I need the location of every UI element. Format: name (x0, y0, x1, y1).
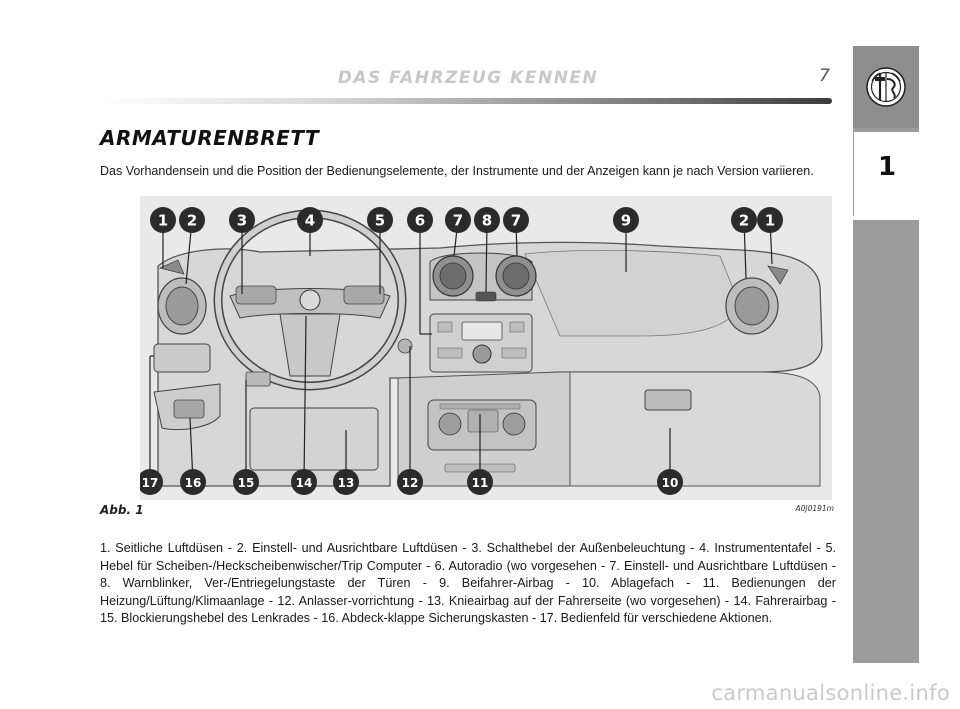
callout-1: 1 (150, 207, 176, 233)
callout-2: 2 (179, 207, 205, 233)
svg-text:13: 13 (338, 476, 355, 490)
fuse-box-cover (173, 399, 205, 419)
chapter-number-box: 1 (853, 132, 920, 216)
callout-13: 13 (333, 469, 359, 495)
callout-14: 14 (291, 469, 317, 495)
logo-box (853, 46, 919, 128)
callout-10: 10 (657, 469, 683, 495)
callout-12: 12 (397, 469, 423, 495)
callout-6: 6 (407, 207, 433, 233)
figure-legend: 1. Seitliche Luftdüsen - 2. Einstell- un… (100, 541, 836, 625)
intro-paragraph: Das Vorhandensein und die Position der B… (100, 164, 814, 178)
svg-text:11: 11 (472, 476, 489, 490)
svg-text:16: 16 (185, 476, 202, 490)
page-number: 7 (819, 66, 830, 86)
dashboard-drawing: 1 2 3 4 5 6 7 8 7 9 2 1 17 16 15 14 13 1… (140, 207, 823, 495)
svg-text:17: 17 (142, 476, 159, 490)
svg-text:8: 8 (482, 212, 492, 230)
svg-text:9: 9 (621, 212, 631, 230)
callout-11: 11 (467, 469, 493, 495)
svg-text:10: 10 (662, 476, 679, 490)
svg-text:1: 1 (158, 212, 168, 230)
chapter-side-tab: 1 (853, 46, 920, 663)
callout-1-right: 1 (757, 207, 783, 233)
callout-17: 17 (140, 469, 163, 495)
svg-text:4: 4 (305, 212, 315, 230)
svg-text:7: 7 (453, 212, 463, 230)
alfa-romeo-badge-icon (866, 67, 906, 107)
car-radio (429, 313, 533, 373)
glove-box-handle (644, 389, 692, 411)
watermark: carmanualsonline.info (711, 681, 950, 705)
header-rule (100, 98, 832, 104)
center-vents (429, 252, 537, 302)
svg-text:12: 12 (402, 476, 419, 490)
svg-text:5: 5 (375, 212, 385, 230)
callout-9: 9 (613, 207, 639, 233)
callout-5: 5 (367, 207, 393, 233)
callout-7-right: 7 (503, 207, 529, 233)
svg-text:14: 14 (296, 476, 313, 490)
control-panel-17 (153, 343, 211, 373)
callout-3: 3 (229, 207, 255, 233)
callout-markers: 1 2 3 4 5 6 7 8 7 9 2 1 17 16 15 14 13 1… (140, 207, 783, 495)
callout-2-right: 2 (731, 207, 757, 233)
svg-text:7: 7 (511, 212, 521, 230)
svg-text:3: 3 (237, 212, 247, 230)
callout-4: 4 (297, 207, 323, 233)
figure-code: A0J0191m (795, 504, 834, 513)
dashboard-illustration: 1 2 3 4 5 6 7 8 7 9 2 1 17 16 15 14 13 1… (140, 196, 832, 500)
knee-airbag (249, 407, 379, 471)
callout-8: 8 (474, 207, 500, 233)
svg-text:2: 2 (187, 212, 197, 230)
section-heading: ARMATURENBRETT (100, 126, 320, 150)
svg-text:2: 2 (739, 212, 749, 230)
callout-15: 15 (233, 469, 259, 495)
climate-controls (427, 399, 537, 473)
svg-text:6: 6 (415, 212, 425, 230)
figure-caption: Abb. 1 (100, 503, 144, 517)
svg-text:1: 1 (765, 212, 775, 230)
callout-16: 16 (180, 469, 206, 495)
svg-text:15: 15 (238, 476, 255, 490)
running-header-title: DAS FAHRZEUG KENNEN (337, 68, 599, 88)
running-header: DAS FAHRZEUG KENNEN 7 (100, 66, 836, 90)
callout-7-left: 7 (445, 207, 471, 233)
chapter-number: 1 (877, 152, 897, 182)
